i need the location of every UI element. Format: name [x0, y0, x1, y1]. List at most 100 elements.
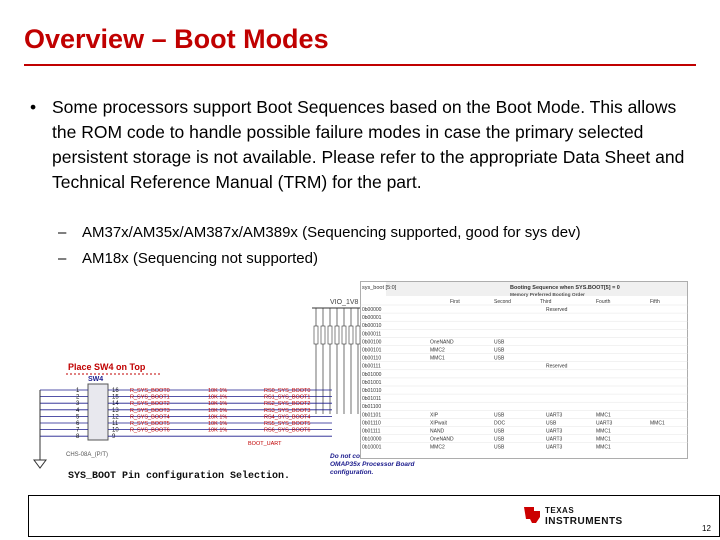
pullup-resistors	[313, 308, 361, 414]
table-row-code: 0b00100	[362, 339, 382, 345]
table-cell: USB	[494, 356, 505, 362]
table-row-code: 0b00011	[362, 331, 381, 337]
net-label: R_SYS_BOOT0	[130, 388, 170, 394]
table-cell: USB	[546, 420, 557, 426]
table-cell: UART3	[546, 445, 563, 451]
table-cell: MMC1	[596, 412, 611, 418]
table-cell: NAND	[430, 429, 445, 435]
table-row-code: 0b01101	[362, 412, 381, 418]
left-pin-number: 7	[76, 428, 80, 434]
table-cell: OneNAND	[430, 339, 454, 345]
net-label: R_SYS_BOOT5	[130, 421, 170, 427]
table-col-header: Second	[494, 299, 511, 305]
right-pin-number: 15	[112, 395, 119, 401]
table-cell: MMC2	[430, 348, 445, 354]
resistor-value: 10K 1%	[208, 388, 227, 394]
boot-net-label: RS2_SYS_BOOT2	[264, 401, 310, 407]
table-row-code: 0b00001	[362, 315, 382, 321]
pullup-resistor	[341, 325, 347, 345]
table-cell: MMC1	[650, 420, 665, 426]
table-cell: DOC	[494, 420, 506, 426]
dip-switch	[87, 383, 109, 441]
right-pin-number: 16	[112, 388, 119, 394]
table-cell: XIP	[430, 412, 439, 418]
pullup-resistor	[348, 325, 354, 345]
table-row-code: 0b10001	[362, 445, 382, 451]
switch-part: CHS-08A_(P/T)	[66, 452, 108, 458]
right-pin-number: 13	[112, 408, 119, 414]
table-col-header: Fourth	[596, 299, 611, 305]
left-pin-number: 3	[76, 401, 80, 407]
table-cell: XIPwait	[430, 420, 448, 426]
table-row-code: 0b01011	[362, 396, 381, 402]
pullup-resistor	[327, 325, 333, 345]
title-divider	[24, 64, 696, 66]
table-cell: MMC1	[430, 356, 445, 362]
pullup-resistor	[320, 325, 326, 345]
table-cell: MMC1	[596, 437, 611, 443]
logo-text-top: TEXAS	[545, 506, 575, 515]
boot-net-label: RS4_SYS_BOOT4	[264, 414, 310, 420]
left-pin-number: 2	[76, 395, 80, 401]
table-col-header: First	[450, 299, 460, 305]
left-pin-number: 6	[76, 421, 80, 427]
place-label: Place SW4 on Top	[68, 362, 146, 372]
switch-ref: SW4	[88, 376, 103, 383]
main-bullet: • Some processors support Boot Sequences…	[30, 95, 692, 195]
table-row-code: 0b00101	[362, 348, 382, 354]
table-cell: UART3	[596, 420, 613, 426]
resistor-value: 10K 1%	[208, 421, 227, 427]
net-label: R_SYS_BOOT3	[130, 408, 170, 414]
table-cell: USB	[494, 339, 505, 345]
resistor-value: 10K 1%	[208, 395, 227, 401]
boot-net-label: RS3_SYS_BOOT3	[264, 408, 310, 414]
table-cell: USB	[494, 429, 505, 435]
table-cell: UART3	[546, 429, 563, 435]
pullup-resistor	[334, 325, 340, 345]
resistor-value: 10K 1%	[208, 414, 227, 420]
footer-bar	[28, 495, 720, 537]
left-pin-number: 1	[76, 388, 80, 394]
table-cell: USB	[494, 412, 505, 418]
resistor-value: 10K 1%	[208, 428, 227, 434]
table-cell: USB	[494, 445, 505, 451]
table-cell: Reserved	[546, 364, 568, 370]
sub-bullet-2: – AM18x (Sequencing not supported)	[58, 250, 318, 267]
table-row-code: 0b00010	[362, 323, 382, 329]
table-cell: USB	[494, 348, 505, 354]
boot-net-label: RS6_SYS_BOOT6	[264, 428, 310, 434]
table-row-code: 0b01100	[362, 404, 381, 410]
table-cell: USB	[494, 437, 505, 443]
left-pin-number: 8	[76, 434, 80, 440]
bullet-text: Some processors support Boot Sequences b…	[52, 97, 685, 192]
table-row-code: 0b01001	[362, 380, 382, 386]
ti-logo-icon	[524, 507, 540, 523]
schematic-caption: SYS_BOOT Pin configuration Selection.	[68, 470, 290, 482]
table-row-code: 0b10000	[362, 437, 382, 443]
boot-sequence-table: sys_boot [5:0] Booting Sequence when SYS.…	[360, 281, 688, 459]
table-cell: OneNAND	[430, 437, 454, 443]
pullup-resistor	[313, 325, 319, 345]
sub-bullet-marker: –	[58, 250, 67, 267]
table-row-code: 0b01110	[362, 420, 381, 426]
page-number: 12	[702, 524, 711, 533]
table-row-code: 0b00111	[362, 364, 381, 370]
table-subtitle: Memory Preferred Booting Order	[510, 292, 585, 298]
table-row-code: 0b01010	[362, 388, 382, 394]
sub-bullet-1: – AM37x/AM35x/AM387x/AM389x (Sequencing …	[58, 224, 581, 241]
sub-bullet-marker: –	[58, 224, 67, 241]
boot-net-label: RS0_SYS_BOOT0	[264, 388, 310, 394]
table-cell: Reserved	[546, 307, 568, 313]
right-pin-number: 10	[112, 428, 119, 434]
sub-bullet-text: AM18x (Sequencing not supported)	[82, 250, 318, 267]
table-left-header: sys_boot [5:0]	[362, 285, 397, 291]
logo-text-bottom: INSTRUMENTS	[545, 516, 623, 527]
right-pin-number: 12	[112, 414, 119, 420]
right-pin-number: 9	[112, 434, 116, 440]
net-label: R_SYS_BOOT1	[130, 395, 170, 401]
ground-symbol	[33, 459, 47, 469]
table-row-code: 0b00000	[362, 307, 382, 313]
table-header-bg	[386, 282, 687, 296]
table-title: Booting Sequence when SYS.BOOT[5] = 0	[510, 285, 620, 291]
